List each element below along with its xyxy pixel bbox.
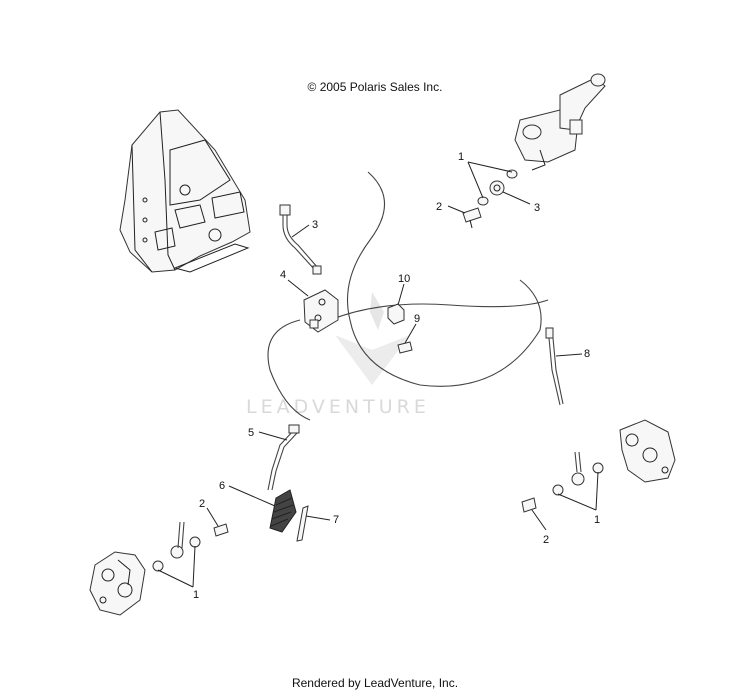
fitting-9 xyxy=(397,341,413,354)
callout-6: 6 xyxy=(219,480,225,492)
callout-1-top: 1 xyxy=(458,151,464,163)
rendered-by-footer: Rendered by LeadVenture, Inc. xyxy=(291,676,459,690)
watermark: LEADVENTURE xyxy=(246,292,430,418)
copyright-notice: © 2005 Polaris Sales Inc. xyxy=(307,80,443,94)
right-banjo-assembly xyxy=(521,451,604,513)
pin-7 xyxy=(296,505,309,542)
frame-bracket xyxy=(119,109,251,273)
brake-hose-3 xyxy=(279,204,322,275)
callout-4: 4 xyxy=(280,269,286,281)
callout-2-right: 2 xyxy=(543,534,549,546)
callout-2-left: 2 xyxy=(199,498,205,510)
callout-5: 5 xyxy=(248,427,254,439)
brake-lines xyxy=(267,171,549,421)
bolt-10 xyxy=(387,303,405,325)
callout-1-right: 1 xyxy=(594,514,600,526)
left-caliper xyxy=(89,551,146,616)
callout-1-left: 1 xyxy=(193,589,199,601)
callout-7: 7 xyxy=(333,514,339,526)
brake-hose-8 xyxy=(545,327,564,406)
master-cylinder xyxy=(514,73,606,171)
brake-hose-5 xyxy=(267,424,300,491)
callouts: 1 2 3 3 4 10 9 8 5 6 7 2 1 xyxy=(157,151,600,601)
left-banjo-assembly xyxy=(152,521,229,572)
junction-block xyxy=(303,289,339,333)
callout-10: 10 xyxy=(398,273,410,285)
watermark-text: LEADVENTURE xyxy=(246,396,430,418)
callout-8: 8 xyxy=(584,348,590,360)
callout-3-top: 3 xyxy=(534,202,540,214)
callout-3-hose: 3 xyxy=(312,219,318,231)
callout-9: 9 xyxy=(414,313,420,325)
spring-6 xyxy=(269,489,297,533)
callout-2-top: 2 xyxy=(436,201,442,213)
top-banjo-assembly xyxy=(462,169,518,229)
right-caliper xyxy=(619,419,676,483)
